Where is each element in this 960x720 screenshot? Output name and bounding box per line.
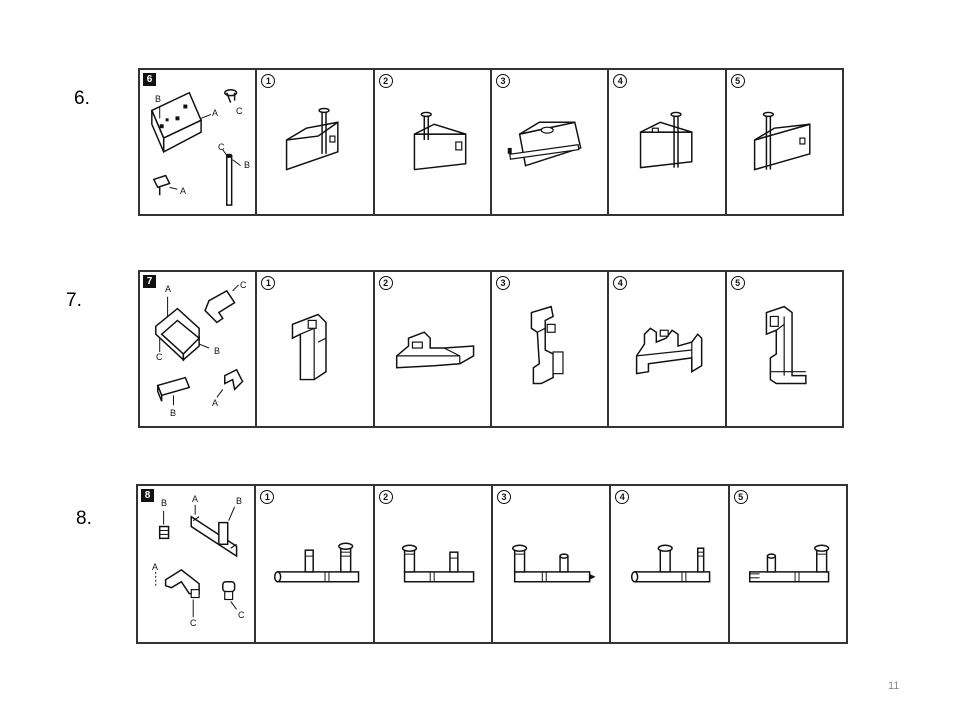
option-number-badge: 1 <box>261 74 276 88</box>
answer-option-4[interactable]: 4 <box>609 486 727 642</box>
option-number-badge: 1 <box>260 490 275 504</box>
answer-option-2[interactable]: 2 <box>372 272 490 426</box>
part-label-a: A <box>212 108 219 118</box>
answer-option-5[interactable]: 5 <box>727 486 846 642</box>
parts-panel-6: 6 B A C <box>140 70 255 214</box>
option-number-badge: 2 <box>378 74 393 88</box>
answer-option-2[interactable]: 2 <box>372 70 490 214</box>
assembly-drawing <box>507 121 582 167</box>
answer-option-3[interactable]: 3 <box>489 70 607 214</box>
part-label-a: A <box>212 398 219 408</box>
assembly-drawing <box>530 305 564 385</box>
assembly-drawing <box>631 544 711 583</box>
part-label-c: C <box>156 352 163 362</box>
answer-option-5[interactable]: 5 <box>724 272 842 426</box>
option-number-badge: 1 <box>261 276 276 290</box>
question-label-6: 6. <box>74 88 90 109</box>
question-row-7: 7 A C C B B A 1 <box>138 270 844 428</box>
page-number: 11 <box>888 680 900 692</box>
parts-drawing <box>150 89 241 206</box>
part-label-a: A <box>165 284 172 294</box>
part-label-a: A <box>192 494 199 504</box>
answer-option-4[interactable]: 4 <box>607 70 724 214</box>
answer-option-2[interactable]: 2 <box>372 486 491 642</box>
answer-option-5[interactable]: 5 <box>724 70 842 214</box>
assembly-drawing <box>636 327 703 375</box>
answer-option-1[interactable]: 1 <box>254 486 372 642</box>
part-label-a: A <box>180 186 187 196</box>
part-label-b: B <box>236 496 243 506</box>
part-label-a: A <box>152 562 159 572</box>
answer-option-1[interactable]: 1 <box>255 70 372 214</box>
assembly-drawing <box>640 111 693 169</box>
option-number-badge: 4 <box>613 74 628 88</box>
assembly-drawing <box>748 544 829 583</box>
option-number-badge: 5 <box>730 74 745 88</box>
assembly-drawing <box>753 111 811 171</box>
option-number-badge: 5 <box>730 276 745 290</box>
option-number-badge: 3 <box>496 490 511 504</box>
option-number-badge: 4 <box>615 490 630 504</box>
option-number-badge: 2 <box>378 490 393 504</box>
question-label-8: 8. <box>76 508 92 529</box>
part-label-c: C <box>236 106 243 116</box>
assembly-drawing <box>274 542 360 583</box>
answer-option-3[interactable]: 3 <box>490 486 609 642</box>
assembly-drawing <box>413 111 467 171</box>
answer-option-3[interactable]: 3 <box>489 272 607 426</box>
question-label-7: 7. <box>66 290 82 311</box>
part-label-b: B <box>161 498 168 508</box>
parts-panel-7: 7 A C C B B A <box>140 272 255 426</box>
part-label-c: C <box>240 280 247 290</box>
part-label-c: C <box>218 142 225 152</box>
assembly-drawing <box>765 305 807 385</box>
part-label-b: B <box>155 94 162 104</box>
option-number-badge: 2 <box>378 276 393 290</box>
option-number-badge: 4 <box>613 276 628 290</box>
part-label-c: C <box>238 610 245 620</box>
parts-drawing <box>155 504 238 618</box>
question-row-6: 6 B A C <box>138 68 844 216</box>
option-number-badge: 3 <box>495 74 510 88</box>
assembly-drawing <box>395 331 474 369</box>
option-number-badge: 3 <box>495 276 510 290</box>
answer-option-1[interactable]: 1 <box>255 272 372 426</box>
parts-panel-8: 8 B A B A C <box>138 486 254 642</box>
question-number-badge: 6 <box>143 73 156 86</box>
question-number-badge: 8 <box>141 489 154 502</box>
assembly-drawing <box>286 107 339 171</box>
part-label-b: B <box>214 346 221 356</box>
question-row-8: 8 B A B A C <box>136 484 848 644</box>
assembly-drawing <box>511 544 596 583</box>
part-label-c: C <box>190 618 197 628</box>
assembly-drawing <box>292 313 328 381</box>
part-label-b: B <box>244 160 251 170</box>
part-label-b: B <box>170 408 177 418</box>
answer-option-4[interactable]: 4 <box>607 272 724 426</box>
parts-drawing <box>155 284 244 406</box>
question-number-badge: 7 <box>143 275 156 288</box>
assembly-drawing <box>401 544 474 583</box>
option-number-badge: 5 <box>733 490 748 504</box>
